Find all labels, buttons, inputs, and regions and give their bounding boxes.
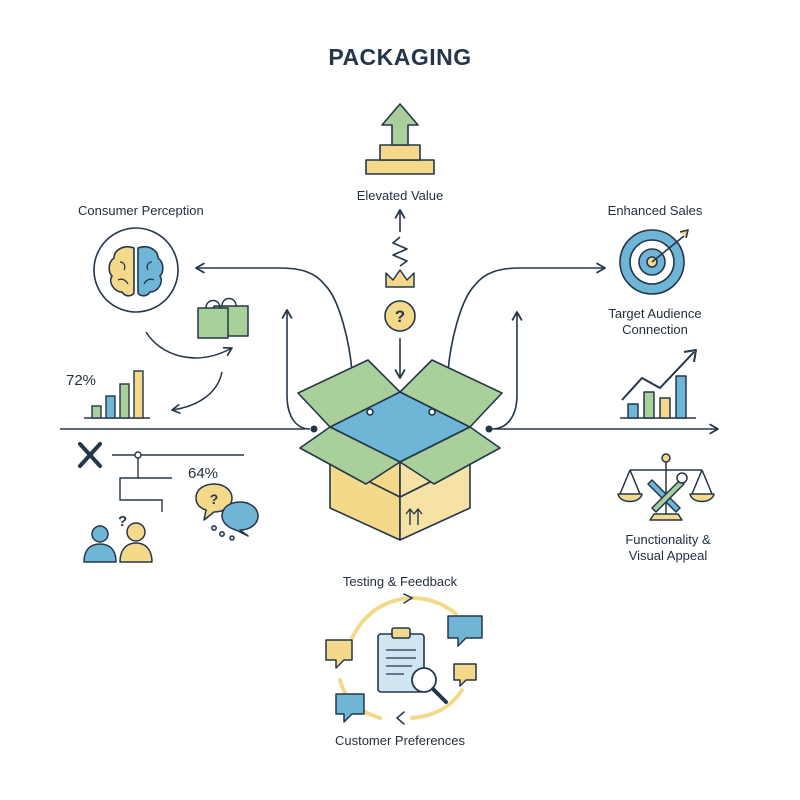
up-arrow-icon bbox=[365, 103, 435, 175]
target-audience-label-line2: Connection bbox=[622, 322, 688, 337]
target-audience-label-line1: Target Audience bbox=[608, 306, 702, 321]
spring-icon bbox=[392, 236, 408, 267]
functionality-label-line1: Functionality & bbox=[625, 532, 711, 547]
target-icon bbox=[619, 229, 689, 295]
flow-arrows-left bbox=[145, 331, 233, 414]
testing-feedback-label: Testing & Feedback bbox=[342, 574, 458, 589]
shopping-bag-icon bbox=[197, 297, 249, 339]
svg-text:?: ? bbox=[210, 491, 219, 507]
feedback-bubbles bbox=[325, 615, 483, 723]
page-title: PACKAGING bbox=[328, 44, 472, 70]
consumer-perception-label: Consumer Perception bbox=[78, 203, 204, 218]
balance-scale-icon bbox=[617, 453, 715, 521]
svg-text:?: ? bbox=[118, 513, 127, 530]
enhanced-sales-label: Enhanced Sales bbox=[607, 203, 703, 218]
growth-chart-icon bbox=[620, 349, 697, 419]
feedback-percent: 64% bbox=[188, 465, 219, 482]
close-icon bbox=[78, 442, 102, 468]
connector-arrows bbox=[195, 209, 606, 430]
main-axis-line bbox=[60, 423, 719, 435]
brain-icon bbox=[93, 227, 179, 313]
functionality-label-line2: Visual Appeal bbox=[628, 548, 708, 563]
customer-preferences-label: Customer Preferences bbox=[334, 733, 466, 748]
elevated-value-label: Elevated Value bbox=[356, 188, 444, 203]
perception-percent: 72% bbox=[66, 372, 97, 389]
magnifier-icon bbox=[411, 667, 448, 704]
people-icon: ? bbox=[83, 513, 153, 563]
bar-chart-icon bbox=[84, 370, 150, 419]
open-box-icon bbox=[297, 359, 503, 541]
svg-text:?: ? bbox=[395, 307, 405, 326]
tools-icon bbox=[647, 472, 688, 513]
tree-connectors bbox=[112, 451, 244, 512]
crown-icon bbox=[385, 269, 415, 288]
question-icon: ? bbox=[384, 300, 416, 332]
speech-bubble-icon: ? bbox=[195, 483, 259, 541]
